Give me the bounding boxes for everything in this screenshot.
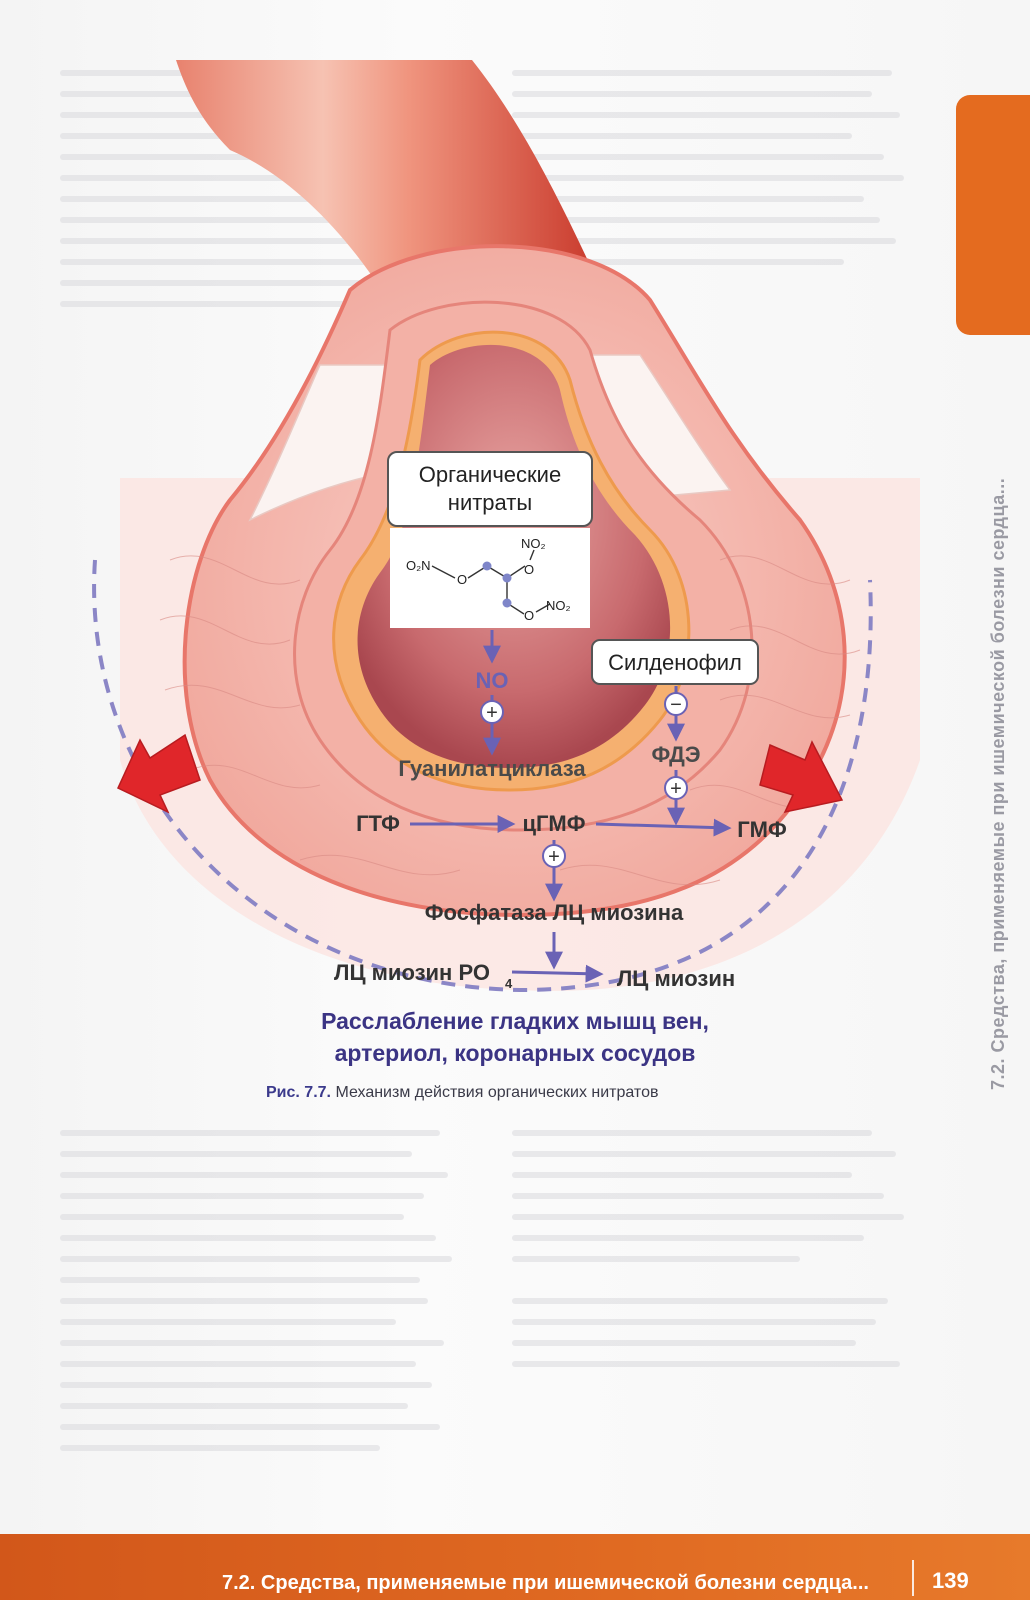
sildenafil-label: Силденофил (608, 650, 742, 675)
formula-no2-top: NO₂ (521, 536, 546, 551)
page-number: 139 (932, 1568, 969, 1593)
cgmp-label: цГМФ (522, 811, 585, 836)
myosin-lc-phosphatase-label: Фосфатаза ЛЦ миозина (425, 900, 684, 925)
ghost-text-right (512, 70, 912, 280)
carbon-atom-2 (502, 573, 512, 583)
plus-circle-no: + (480, 700, 504, 724)
dilation-arrow-right (759, 740, 844, 814)
minus-circle-sildenafil: − (664, 692, 688, 716)
footer-bar (0, 1534, 1030, 1600)
carbon-atom-3 (502, 598, 512, 608)
footer-separator (912, 1560, 914, 1596)
guanylate-cyclase-label: Гуанилатциклаза (398, 756, 586, 781)
nitroglycerin-formula-panel (390, 528, 590, 628)
chapter-side-tab (956, 95, 1030, 335)
ghost-text-left-bottom (60, 1130, 460, 1466)
formula-no2-bottom: NO₂ (546, 598, 571, 613)
formula-o2n: O₂N (406, 558, 431, 573)
result-line-2: артериол, коронарных сосудов (334, 1040, 696, 1066)
no-label: NO (476, 668, 509, 693)
formula-o-1: O (457, 572, 467, 587)
organic-nitrates-box (387, 451, 593, 527)
carbon-atom-1 (482, 561, 492, 571)
svg-text:+: + (486, 702, 498, 724)
formula-o-3: O (524, 608, 534, 623)
figure-caption-text: Механизм действия органических нитратов (335, 1084, 659, 1101)
muscle-fibers (159, 555, 861, 886)
pde-label: ФДЭ (652, 742, 701, 767)
formula-o-2: O (524, 562, 534, 577)
dilation-arrow-left (117, 733, 201, 814)
gtp-label: ГТФ (356, 811, 400, 836)
svg-text:+: + (548, 846, 560, 868)
myosin-lc-po4-label: ЛЦ миозин РО (334, 960, 490, 985)
organic-nitrates-label-2: нитраты (448, 490, 532, 515)
figure-caption-label: Рис. 7.7. (266, 1084, 331, 1101)
result-line-1: Расслабление гладких мышц вен, (321, 1008, 709, 1034)
svg-text:+: + (670, 778, 682, 800)
figure-caption: Рис. 7.7. Механизм действия органических… (266, 1084, 658, 1102)
gmp-label: ГМФ (737, 817, 787, 842)
myosin-lc-label: ЛЦ миозин (617, 966, 735, 991)
nitrates-mechanism-figure: Органические нитраты O₂N O O NO₂ O NO₂ С… (92, 60, 920, 993)
plus-circle-cgmp: + (542, 844, 566, 868)
sildenafil-box (591, 639, 759, 685)
footer-running-title: 7.2. Средства, применяемые при ишемическ… (222, 1572, 869, 1594)
plus-circle-pde: + (664, 776, 688, 800)
po4-subscript: 4 (505, 976, 513, 991)
svg-text:−: − (670, 694, 682, 716)
ghost-text-right-bottom (512, 1130, 912, 1382)
organic-nitrates-label-1: Органические (419, 462, 561, 487)
